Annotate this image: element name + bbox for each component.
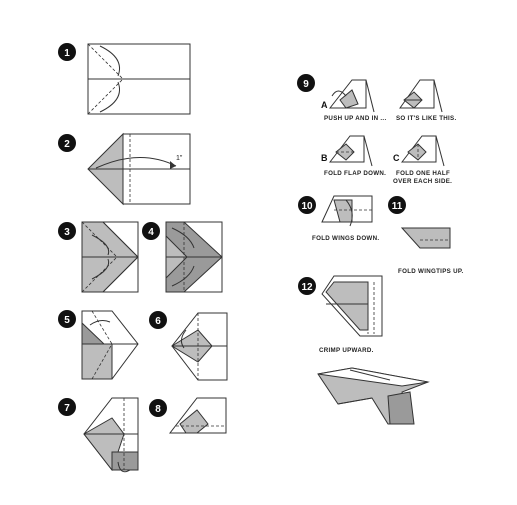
step-9a-edge bbox=[365, 79, 375, 113]
step-10-number: 10 bbox=[301, 201, 313, 212]
step-10-caption: FOLD WINGS DOWN. bbox=[312, 235, 379, 242]
step-9c-letter: C bbox=[393, 153, 400, 163]
step-5-number: 5 bbox=[64, 315, 70, 326]
step-8-badge bbox=[149, 399, 167, 417]
step-9b-caption: FOLD FLAP DOWN. bbox=[324, 170, 386, 177]
step-5: 5 bbox=[58, 310, 139, 380]
step-9-result-edge bbox=[433, 79, 443, 113]
step-6-fold-arrow bbox=[180, 329, 187, 349]
step-11-caption: FOLD WINGTIPS UP. bbox=[398, 268, 464, 275]
step-11: 11 FOLD WINGTIPS UP. bbox=[388, 196, 464, 275]
step-1-fold-arrow bbox=[99, 45, 120, 77]
step-10-fold-arrow bbox=[345, 199, 353, 227]
step-5-fold-line bbox=[91, 343, 113, 380]
step-2-arrowhead bbox=[170, 161, 176, 169]
step-9a-arrow bbox=[331, 90, 347, 97]
step-7-number: 7 bbox=[64, 403, 70, 414]
step-8: 8 bbox=[149, 397, 227, 434]
step-9a-letter: A bbox=[321, 100, 328, 110]
step-12-caption: CRIMP UPWARD. bbox=[319, 347, 374, 354]
step-9-like-caption: SO IT'S LIKE THIS. bbox=[396, 115, 457, 122]
step-11-badge bbox=[388, 196, 406, 214]
step-6: 6 bbox=[149, 311, 228, 381]
step-5-fold-arrow bbox=[89, 320, 111, 326]
step-3-fold-line bbox=[81, 221, 118, 258]
step-10: 10 FOLD WINGS DOWN. bbox=[298, 195, 379, 242]
step-10-badge bbox=[298, 196, 316, 214]
step-6-badge bbox=[149, 311, 167, 329]
step-7: 7 bbox=[58, 397, 139, 473]
step-9a-caption: PUSH UP AND IN ... bbox=[324, 115, 386, 122]
step-1: 1 bbox=[58, 43, 191, 115]
step-7-fold-arrow bbox=[117, 461, 131, 473]
step-8-number: 8 bbox=[155, 404, 161, 415]
step-2-fold-arrow bbox=[95, 157, 177, 169]
step-3-fold-arrow bbox=[91, 234, 110, 256]
step-1-fold-line bbox=[87, 78, 124, 115]
step-3: 3 bbox=[58, 221, 139, 293]
step-5-lower-half bbox=[81, 343, 113, 380]
step-12-body bbox=[325, 281, 369, 331]
step-2-measure-label: 1" bbox=[176, 155, 183, 162]
step-3-fold-line bbox=[81, 256, 118, 293]
step-9b-edge bbox=[363, 135, 373, 167]
finished-paper-plane bbox=[317, 367, 430, 425]
step-9-badge bbox=[297, 74, 315, 92]
step-4-fold-arrow bbox=[171, 227, 195, 249]
step-9-number: 9 bbox=[303, 79, 309, 90]
step-9c-caption-line-2: OVER EACH SIDE. bbox=[393, 178, 452, 185]
step-8-flap bbox=[179, 409, 209, 434]
step-9a-flap bbox=[339, 89, 359, 109]
step-6-number: 6 bbox=[155, 316, 161, 327]
step-9b-letter: B bbox=[321, 153, 328, 163]
step-7-badge bbox=[58, 398, 76, 416]
step-1-badge bbox=[58, 43, 76, 61]
step-2-number: 2 bbox=[64, 139, 70, 150]
step-2-badge bbox=[58, 134, 76, 152]
step-5-badge bbox=[58, 310, 76, 328]
step-11-number: 11 bbox=[392, 201, 403, 212]
plane-keel bbox=[337, 397, 373, 405]
step-5-fold-line bbox=[91, 310, 113, 345]
step-9c-flap bbox=[407, 143, 427, 161]
step-4: 4 bbox=[142, 221, 223, 293]
plane-tail-crimp bbox=[387, 391, 415, 425]
plane-wing-top bbox=[317, 367, 429, 387]
step-3-number: 3 bbox=[64, 227, 70, 238]
step-3-badge bbox=[58, 222, 76, 240]
step-12-badge bbox=[298, 277, 316, 295]
step-9: 9 A PUSH UP AND IN ... SO IT'S LIKE THIS… bbox=[297, 74, 457, 185]
step-4-badge bbox=[142, 222, 160, 240]
step-9c-caption-line-1: FOLD ONE HALF bbox=[396, 170, 450, 177]
step-9c-edge bbox=[435, 135, 445, 167]
step-1-number: 1 bbox=[64, 48, 70, 59]
plane-fold-line bbox=[349, 369, 391, 381]
step-12-number: 12 bbox=[301, 282, 313, 293]
step-1-fold-line bbox=[87, 43, 124, 80]
step-4-number: 4 bbox=[148, 227, 154, 238]
step-11-plane bbox=[400, 227, 451, 249]
step-1-fold-arrow bbox=[99, 81, 120, 113]
step-3-fold-arrow bbox=[91, 258, 110, 280]
step-4-fold-arrow bbox=[171, 265, 195, 287]
step-12: 12 CRIMP UPWARD. bbox=[298, 275, 383, 354]
step-2: 2 1" bbox=[58, 132, 191, 206]
step-7-bottom-flap bbox=[111, 451, 139, 471]
